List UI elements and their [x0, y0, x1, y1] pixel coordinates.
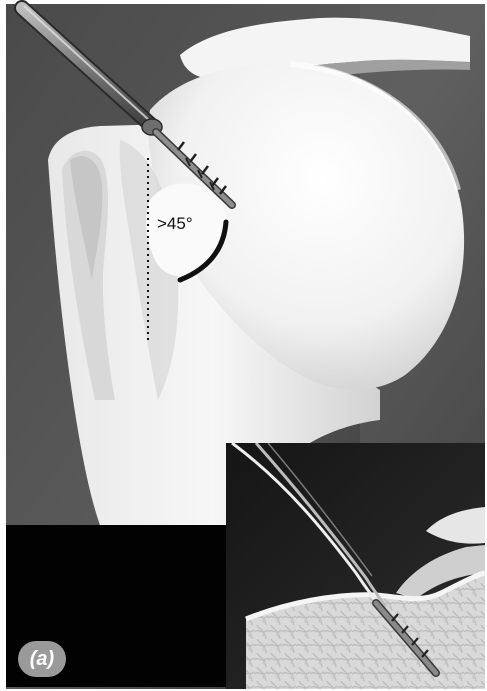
angle-label: >45° — [157, 215, 193, 232]
panel-label-badge: (a) — [18, 641, 66, 677]
inset-illustration — [226, 443, 485, 689]
panel-label: (a) — [30, 648, 54, 671]
inset-detail-view — [226, 443, 485, 689]
